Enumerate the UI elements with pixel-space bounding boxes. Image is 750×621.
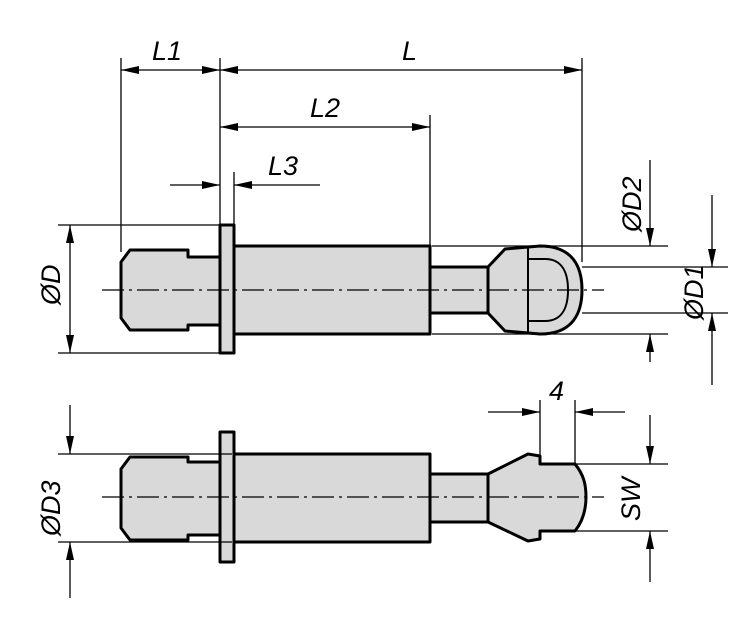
neck-bottom <box>428 472 490 524</box>
top-extension-lines <box>58 58 728 354</box>
flange-collar <box>218 223 236 355</box>
bottom-extension-lines <box>58 400 668 543</box>
thread-section <box>119 248 222 332</box>
label-D: ØD <box>36 265 66 307</box>
label-L1: L1 <box>152 36 182 66</box>
dim-D1: ØD1 <box>679 195 716 385</box>
dim-D2: ØD2 <box>617 160 654 362</box>
label-D3: ØD3 <box>36 480 66 537</box>
label-D2: ØD2 <box>617 176 647 233</box>
dim-width-4: 4 <box>488 376 625 416</box>
main-body-bottom <box>232 452 432 544</box>
label-SW: SW <box>616 475 646 521</box>
label-L2: L2 <box>310 93 340 123</box>
dim-L3: L3 <box>170 151 320 189</box>
dim-L1: L1 <box>121 36 220 74</box>
label-D1: ØD1 <box>679 264 709 321</box>
label-L3: L3 <box>268 151 298 181</box>
label-L: L <box>402 36 417 66</box>
label-width-4: 4 <box>549 376 564 406</box>
dim-L2: L2 <box>220 93 430 131</box>
dim-D: ØD <box>36 225 74 353</box>
dim-SW: SW <box>616 415 654 582</box>
dim-L: L <box>220 36 582 74</box>
bottom-view <box>102 430 604 564</box>
dim-D3: ØD3 <box>36 405 74 598</box>
thread-section-bottom <box>119 455 222 542</box>
top-view <box>102 223 604 355</box>
